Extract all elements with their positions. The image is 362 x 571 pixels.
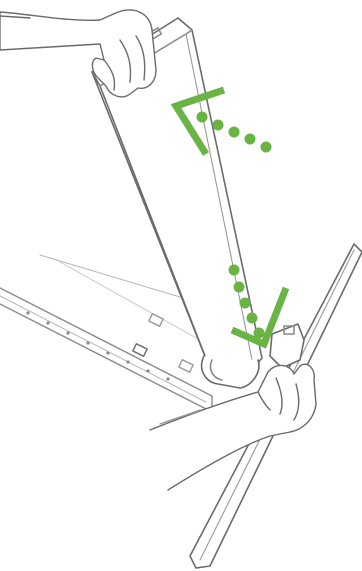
port-icon bbox=[133, 344, 147, 356]
hand-icon bbox=[0, 10, 156, 97]
port-icon bbox=[149, 314, 163, 326]
port-icon bbox=[179, 360, 193, 372]
